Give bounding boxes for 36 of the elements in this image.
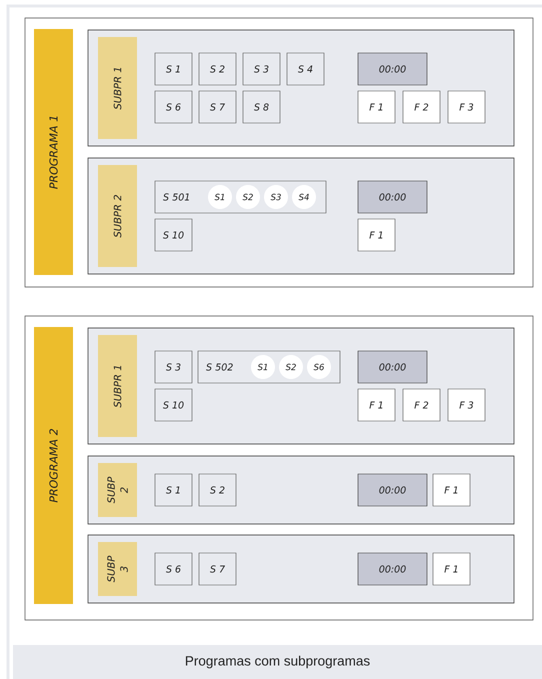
time-box: 00:00 bbox=[358, 350, 428, 384]
subprogram-band: SUBPR 1 bbox=[98, 335, 137, 437]
step-box: S 6 bbox=[154, 552, 192, 586]
function-box: F 3 bbox=[448, 90, 486, 124]
time-box: 00:00 bbox=[358, 474, 428, 506]
time-box: 00:00 bbox=[358, 52, 428, 86]
function-box: F 1 bbox=[432, 552, 470, 586]
program-band: PROGRAMA 1 bbox=[34, 29, 73, 275]
function-box: F 2 bbox=[402, 90, 440, 124]
step-box: S 7 bbox=[198, 552, 236, 586]
subprogram-band: SUBPR 2 bbox=[98, 165, 137, 267]
step-box: S 3 bbox=[242, 52, 280, 86]
program-band: PROGRAMA 2 bbox=[34, 327, 73, 604]
step-box: S 6 bbox=[154, 90, 192, 124]
function-box: F 3 bbox=[448, 388, 486, 422]
step-box: S 7 bbox=[198, 90, 236, 124]
step-box: S 1 bbox=[154, 474, 192, 506]
function-box: F 1 bbox=[358, 388, 396, 422]
step-box: S 10 bbox=[154, 388, 192, 422]
step-box: S 8 bbox=[242, 90, 280, 124]
function-box: F 1 bbox=[358, 90, 396, 124]
subprogram-band: SUBPR 1 bbox=[98, 37, 137, 139]
function-box: F 2 bbox=[402, 388, 440, 422]
subprogram-band: SUBP 2 bbox=[98, 463, 137, 517]
time-box: 00:00 bbox=[358, 180, 428, 214]
time-box: 00:00 bbox=[358, 552, 428, 586]
caption-bar: Programas com subprogramas bbox=[13, 645, 542, 679]
function-box: F 1 bbox=[432, 474, 470, 506]
step-box: S 4 bbox=[286, 52, 324, 86]
function-box: F 1 bbox=[358, 218, 396, 252]
step-box: S 3 bbox=[154, 350, 192, 384]
step-box: S 2 bbox=[198, 474, 236, 506]
subprogram-band: SUBP 3 bbox=[98, 542, 137, 596]
step-box: S 1 bbox=[154, 52, 192, 86]
step-box: S 2 bbox=[198, 52, 236, 86]
step-box: S 10 bbox=[154, 218, 192, 252]
